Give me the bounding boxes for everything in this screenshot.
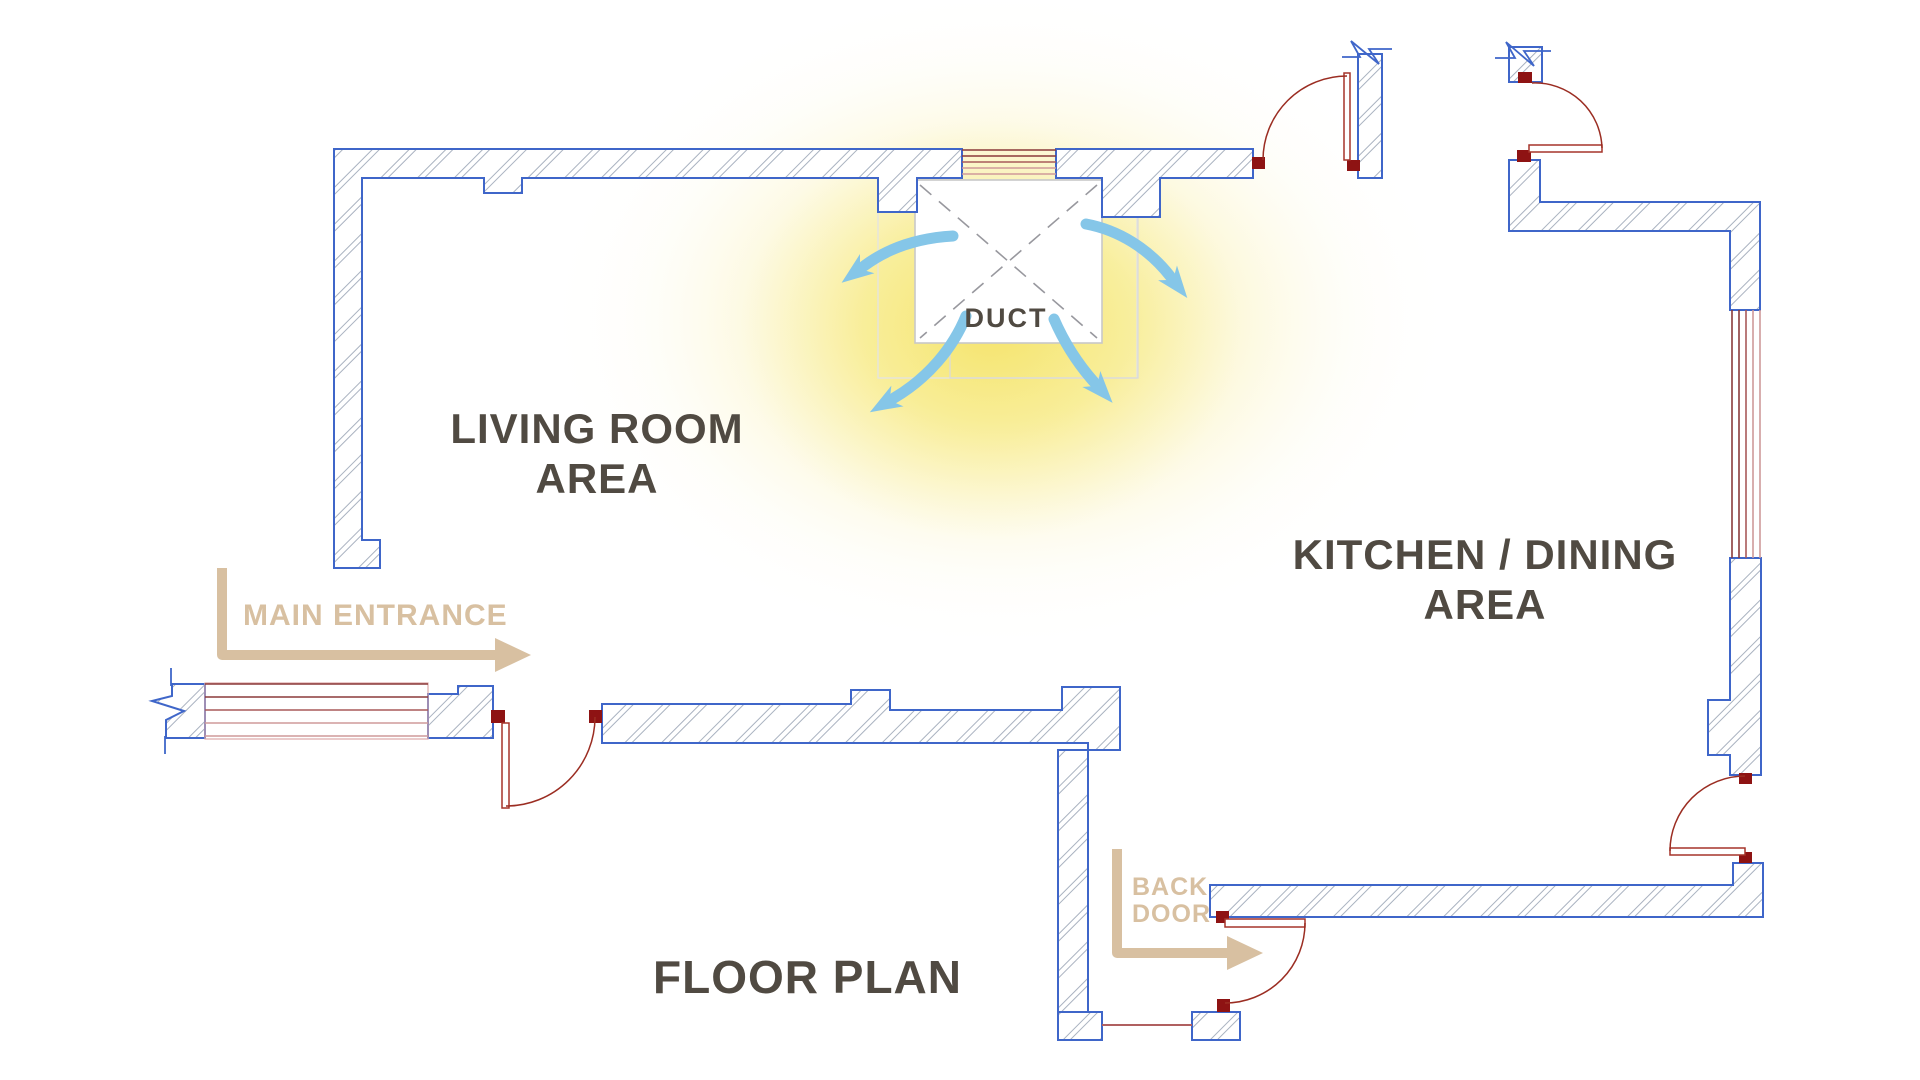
main-entrance-label: MAIN ENTRANCE <box>243 599 508 632</box>
door-leaf <box>1669 847 1746 856</box>
page-title: FLOOR PLAN <box>653 951 962 1003</box>
door-swing-arc <box>505 716 596 807</box>
door-jamb <box>1739 773 1752 784</box>
door-jamb <box>1739 852 1752 863</box>
door-leaf <box>1343 72 1351 161</box>
wall-living-foot <box>1057 1011 1103 1041</box>
airflow-arrow-bottom-right-icon <box>1048 313 1113 403</box>
break-icon-top-right <box>1342 40 1392 65</box>
wall-entrance-right-block <box>427 685 494 739</box>
break-icon-kitchen <box>1495 41 1551 67</box>
back-door-arrow-icon <box>1112 849 1263 970</box>
door-swing-arc <box>1669 775 1746 852</box>
door-swing-arc <box>1262 75 1348 161</box>
door-jamb <box>589 710 602 723</box>
door-jamb <box>491 710 505 723</box>
walls <box>148 46 1764 1041</box>
airflow-arrows <box>841 218 1188 413</box>
wall-living-vertical <box>1057 749 1089 1013</box>
door-top-right <box>1252 72 1360 171</box>
door-jamb <box>1252 157 1265 169</box>
door-swing-arc <box>1224 922 1306 1004</box>
wall-kitchen-right-lower <box>1707 557 1762 776</box>
wall-living-bottom <box>601 686 1121 751</box>
door-main-entrance <box>491 710 602 809</box>
wall-kitchen-top <box>1508 159 1761 311</box>
door-swing-arc <box>1531 82 1603 149</box>
door-jamb <box>1217 999 1230 1012</box>
door-jamb <box>1518 72 1532 83</box>
airflow-arrow-left-icon <box>841 230 959 283</box>
room-label-kitchen-dining: KITCHEN / DINING AREA <box>1292 531 1678 628</box>
wall-stub-top-right <box>1357 53 1383 179</box>
wall-kitchen-bottom <box>1209 862 1764 918</box>
duct-label: DUCT <box>964 303 1048 333</box>
doors <box>491 72 1752 1012</box>
door-jamb <box>1517 150 1531 162</box>
airflow-arrow-bottom-left-icon <box>869 310 972 413</box>
door-leaf <box>501 722 510 809</box>
duct-symbol <box>877 179 1139 379</box>
wall-break-symbols <box>164 40 1551 754</box>
airflow-arrow-right-icon <box>1080 218 1188 299</box>
wall-entrance-left-block <box>148 683 206 739</box>
windows <box>204 149 1761 740</box>
door-leaf <box>1528 144 1603 153</box>
door-back <box>1216 911 1306 1012</box>
wall-back-door-block <box>1191 1011 1241 1041</box>
window-kitchen-right <box>1731 310 1761 558</box>
main-entrance-arrow-icon <box>217 568 531 672</box>
window-entrance <box>204 682 429 740</box>
room-label-living-room: LIVING ROOM AREA <box>450 405 744 502</box>
door-jamb <box>1347 160 1360 171</box>
door-kitchen-right <box>1669 773 1752 863</box>
wall-top-left <box>333 148 963 569</box>
back-door-label: BACK DOOR <box>1132 873 1211 928</box>
door-kitchen-top <box>1517 72 1603 162</box>
wall-kitchen-stub-top <box>1508 46 1543 83</box>
duct-cross-lines <box>919 184 1098 339</box>
window-top <box>962 149 1056 175</box>
annotation-arrows <box>217 568 1263 970</box>
